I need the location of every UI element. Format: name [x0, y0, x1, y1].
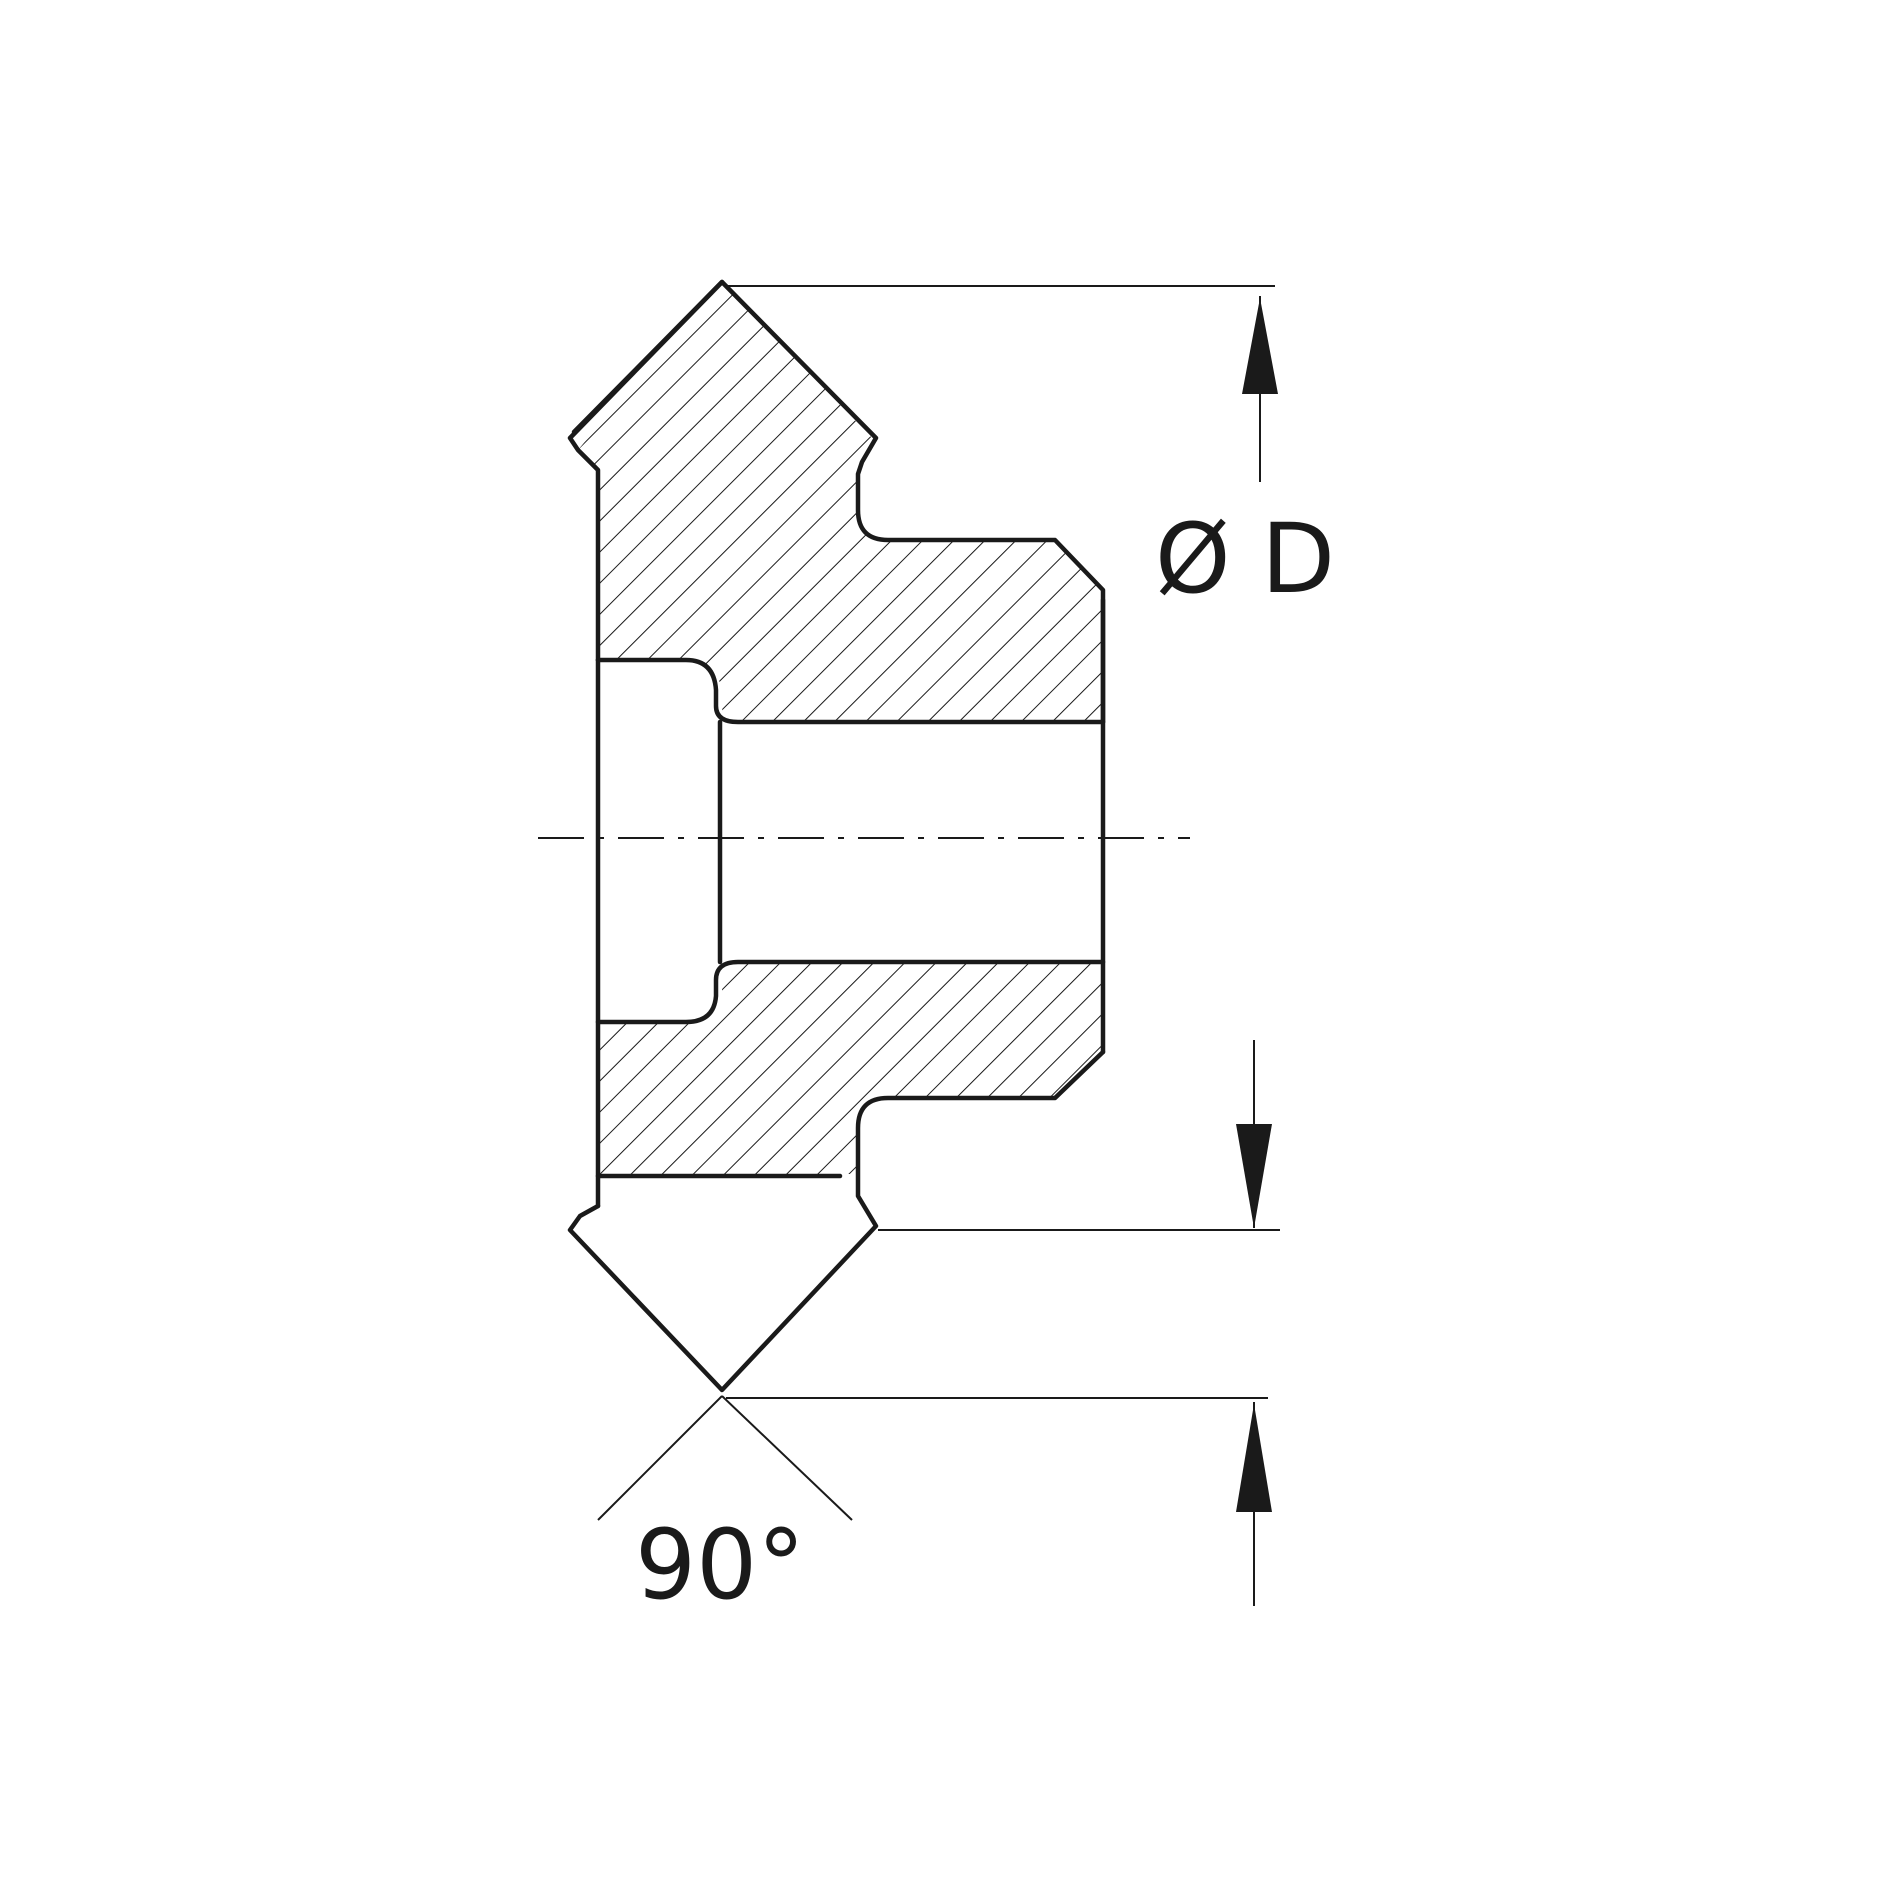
- angle-line-left: [597, 1395, 723, 1521]
- arrow-up-icon: [1242, 298, 1278, 394]
- angle-line-right: [721, 1395, 853, 1521]
- lower-bore-step: [595, 959, 1106, 1025]
- arrow-down-icon: [1236, 1124, 1272, 1228]
- upper-cone-edge: [571, 279, 725, 435]
- lower-section-hatch: [598, 962, 1103, 1174]
- angle-label: 90°: [635, 1509, 805, 1621]
- gear-outline: [567, 279, 1106, 1393]
- lower-outline: [567, 1049, 1106, 1393]
- arrow-up-bottom-icon: [1236, 1404, 1272, 1512]
- upper-section-hatch: [578, 280, 1103, 722]
- diameter-dimension: [1236, 296, 1278, 1228]
- upper-bore-step: [595, 657, 1106, 725]
- apex-dimension: [1236, 1402, 1272, 1606]
- diameter-label: Ø D: [1155, 503, 1335, 615]
- angle-indicator: [597, 1395, 853, 1521]
